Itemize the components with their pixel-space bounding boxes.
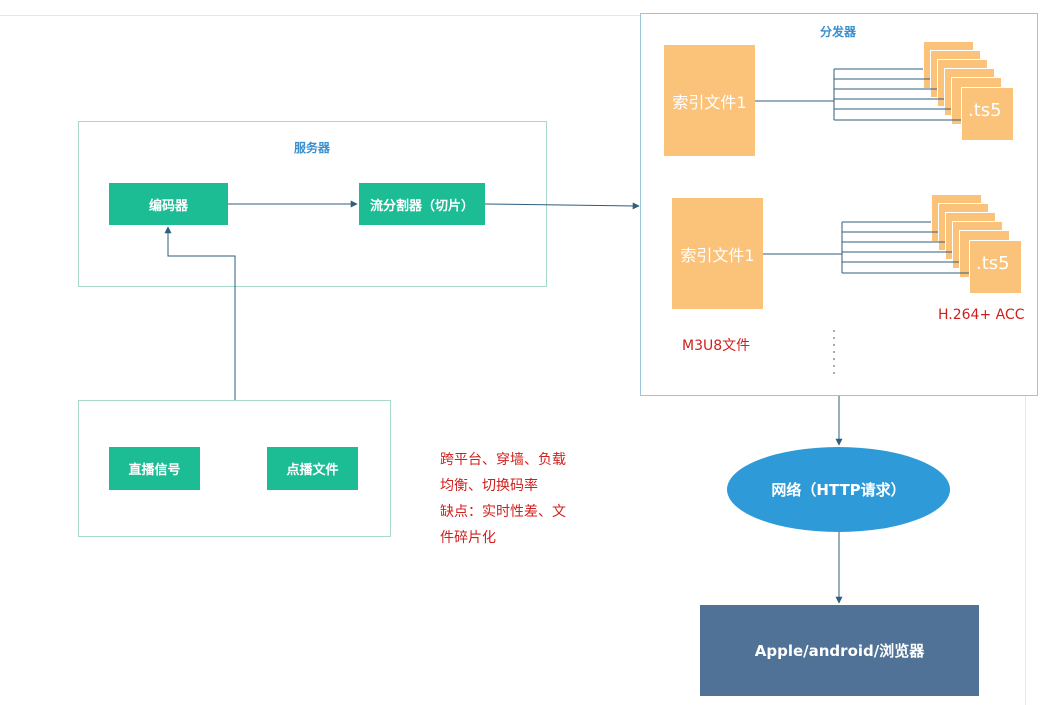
ts-segment [969, 240, 1021, 293]
index-1-links [755, 68, 961, 121]
notes-line-1: 跨平台、穿墙、负载 [440, 452, 566, 468]
m3u8-label: M3U8文件 [682, 338, 751, 354]
encoder-node[interactable]: 编码器 [109, 183, 228, 225]
index-file-2[interactable]: 索引文件1 [672, 198, 763, 309]
codec-label: H.264+ ACC [938, 307, 1025, 323]
ts-label-2: .ts5 [976, 253, 1010, 274]
live-signal-node[interactable]: 直播信号 [109, 447, 200, 490]
ts-label-1: .ts5 [968, 100, 1002, 121]
notes-line-4: 件碎片化 [440, 530, 496, 546]
notes-line-2: 均衡、切换码率 [440, 478, 538, 494]
clients-node[interactable]: Apple/android/浏览器 [700, 605, 979, 696]
right-divider [1025, 396, 1026, 705]
arrow-source-encoder [164, 226, 236, 400]
index-file-1[interactable]: 索引文件1 [664, 45, 755, 156]
segmenter-node[interactable]: 流分割器（切片） [359, 183, 485, 225]
notes-line-3: 缺点：实时性差、文 [440, 504, 566, 520]
index-2-links [763, 221, 969, 274]
server-title: 服务器 [294, 141, 331, 155]
arrow-segmenter-distributor [484, 202, 640, 210]
top-divider [0, 15, 640, 16]
network-node[interactable]: 网络（HTTP请求） [727, 447, 950, 532]
ts-segment [961, 87, 1013, 140]
vod-file-node[interactable]: 点播文件 [267, 447, 358, 490]
distributor-title: 分发器 [820, 25, 857, 39]
notes-text: 跨平台、穿墙、负载 均衡、切换码率 缺点：实时性差、文 件碎片化 [440, 447, 600, 551]
